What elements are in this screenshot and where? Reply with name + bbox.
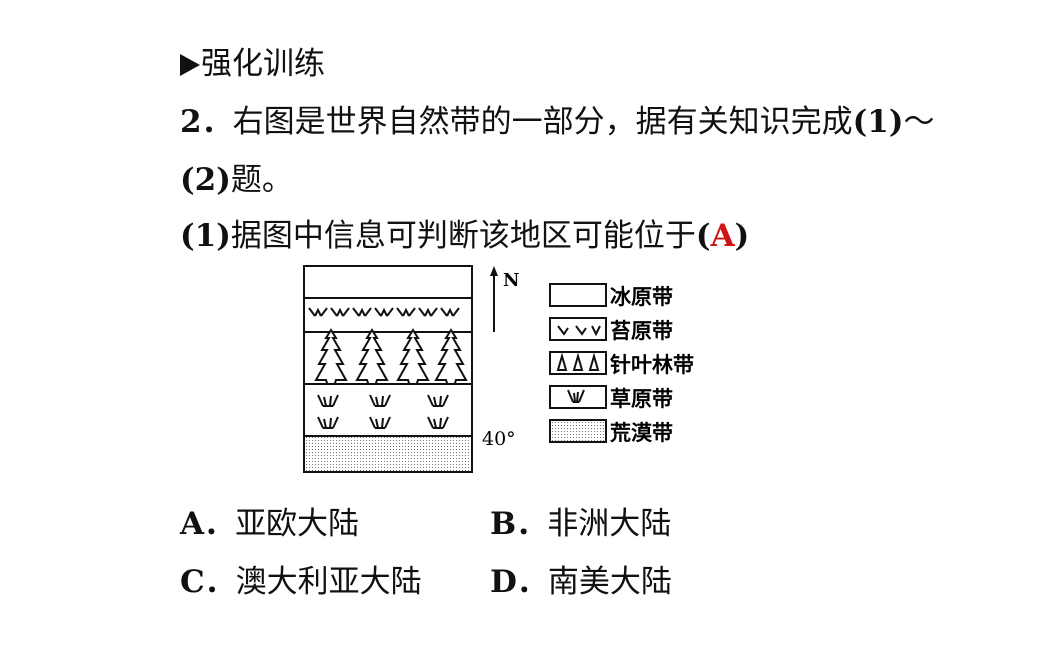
option-c-text: 澳大利亚大陆 (235, 564, 422, 600)
question-number: 2． (180, 104, 233, 140)
legend: 冰原带 苔原带 针叶林带 草原带 荒漠带 (549, 283, 694, 445)
legend-conifer-label: 针叶林带 (610, 352, 694, 377)
zone-column (303, 265, 473, 473)
option-a-text: 亚欧大陆 (235, 506, 360, 542)
option-a-key: A． (180, 506, 236, 542)
paren-open: ( (695, 218, 711, 254)
option-c-key: C． (180, 564, 236, 600)
section-heading: 强化训练 (180, 44, 325, 84)
legend-tundra-label: 苔原带 (610, 318, 673, 343)
ice-zone (303, 265, 473, 299)
north-label: N (503, 270, 519, 291)
option-b[interactable]: B．非洲大陆 (490, 504, 671, 544)
option-d[interactable]: D．南美大陆 (490, 562, 672, 602)
legend-ice-label: 冰原带 (610, 284, 673, 309)
latitude-label: 40° (482, 428, 516, 450)
paren-close: ) (734, 218, 750, 254)
question-line-2: (2)题。 (180, 160, 293, 200)
answer-letter: A (710, 218, 735, 254)
question-text: 右图是世界自然带的一部分，据有关知识完成 (232, 104, 853, 140)
range-tilde: ～ (903, 104, 935, 140)
question-line-1: 2．右图是世界自然带的一部分，据有关知识完成(1)～ (180, 102, 934, 142)
option-d-key: D． (490, 564, 548, 600)
option-c[interactable]: C．澳大利亚大陆 (180, 562, 422, 602)
heading-label: 强化训练 (201, 46, 325, 82)
option-d-text: 南美大陆 (547, 564, 672, 600)
option-b-text: 非洲大陆 (547, 506, 672, 542)
option-a[interactable]: A．亚欧大陆 (180, 504, 359, 544)
option-b-key: B． (490, 506, 548, 542)
legend-grass-label: 草原带 (610, 386, 673, 411)
sub-question: (1)据图中信息可判断该地区可能位于(A) (180, 216, 749, 256)
natural-zone-figure: N 40° 冰原带 苔原带 针叶林带 草原带 荒漠带 (303, 265, 694, 473)
legend-ice-icon (549, 283, 607, 307)
sub-question-number: (1) (180, 218, 231, 254)
north-arrow-icon (490, 266, 498, 332)
play-triangle-icon (180, 54, 200, 76)
range-end: (2) (180, 162, 231, 198)
desert-zone (303, 435, 473, 473)
legend-desert-icon (549, 419, 607, 443)
legend-desert-label: 荒漠带 (610, 420, 673, 445)
sub-question-text: 据图中信息可判断该地区可能位于 (230, 218, 696, 254)
question-text-end: 题。 (230, 162, 293, 198)
range-start: (1) (852, 104, 904, 140)
